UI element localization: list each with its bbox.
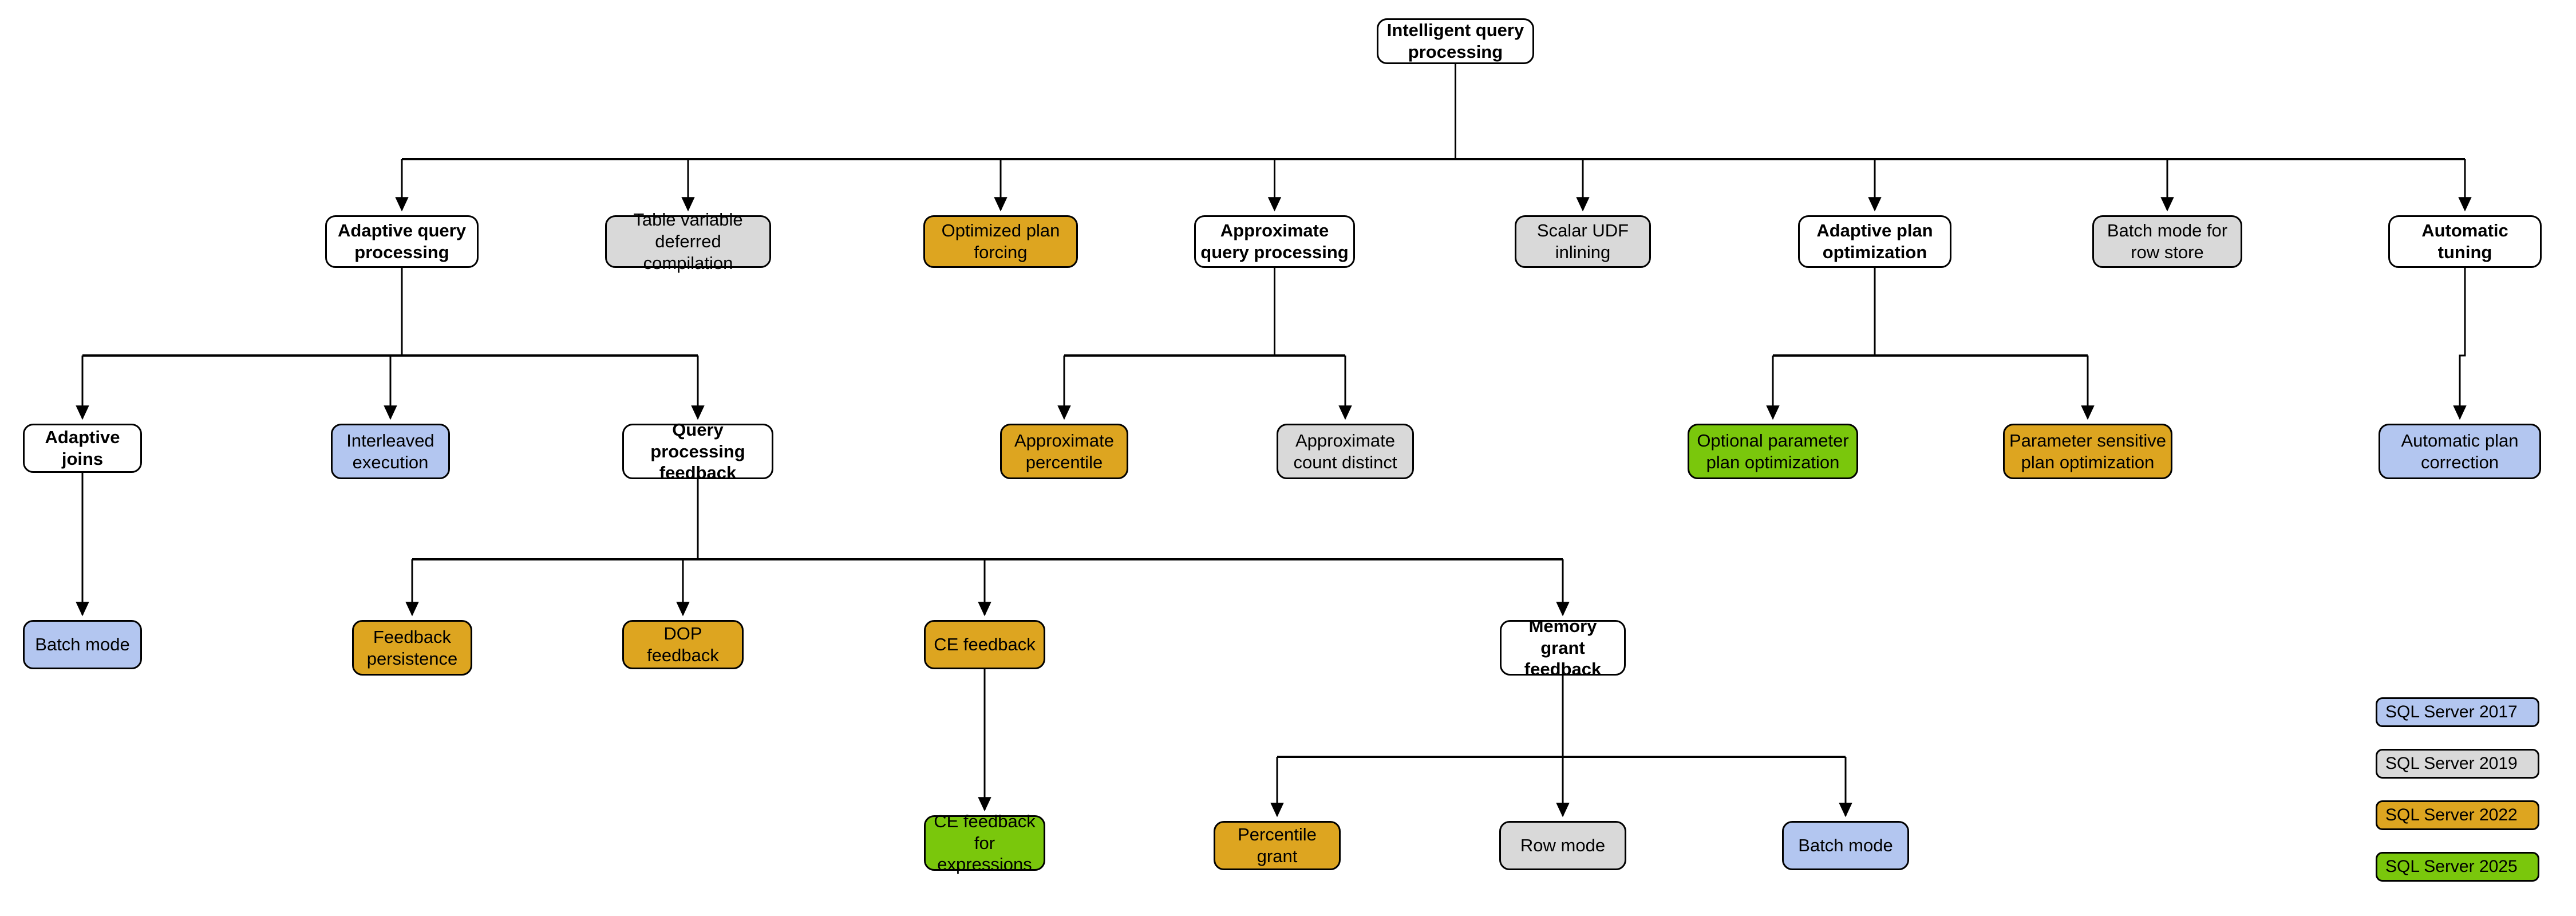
legend-item-lg2025: SQL Server 2025: [2376, 852, 2539, 882]
node-iqp[interactable]: Intelligent query processing: [1377, 18, 1534, 64]
node-sudf[interactable]: Scalar UDF inlining: [1515, 215, 1651, 268]
node-acd[interactable]: Approximate count distinct: [1277, 424, 1414, 479]
node-fbpers[interactable]: Feedback persistence: [352, 620, 472, 676]
node-cefb[interactable]: CE feedback: [924, 620, 1045, 669]
node-ilexec[interactable]: Interleaved execution: [331, 424, 450, 479]
node-autotune[interactable]: Automatic tuning: [2388, 215, 2542, 268]
node-bmode1[interactable]: Batch mode: [23, 620, 142, 669]
node-rmode[interactable]: Row mode: [1499, 821, 1626, 870]
node-cefbx[interactable]: CE feedback for expressions: [924, 811, 1045, 874]
node-opf[interactable]: Optimized plan forcing: [923, 215, 1078, 268]
node-pgrant[interactable]: Percentile grant: [1214, 821, 1341, 870]
legend-item-lg2022: SQL Server 2022: [2376, 800, 2539, 830]
node-apo[interactable]: Adaptive plan optimization: [1798, 215, 1951, 268]
node-ajoins[interactable]: Adaptive joins: [23, 424, 142, 473]
node-apct[interactable]: Approximate percentile: [1000, 424, 1128, 479]
node-bmrs[interactable]: Batch mode for row store: [2092, 215, 2242, 268]
node-pspo[interactable]: Parameter sensitive plan optimization: [2003, 424, 2172, 479]
legend-item-lg2017: SQL Server 2017: [2376, 697, 2539, 727]
node-aqp[interactable]: Adaptive query processing: [325, 215, 479, 268]
node-aqpx[interactable]: Approximate query processing: [1194, 215, 1355, 268]
node-dopfb[interactable]: DOP feedback: [622, 620, 744, 669]
node-tvdc[interactable]: Table variable deferred compilation: [605, 210, 771, 273]
node-oppo[interactable]: Optional parameter plan optimization: [1688, 424, 1858, 479]
node-apc[interactable]: Automatic plan correction: [2379, 424, 2541, 479]
legend-item-lg2019: SQL Server 2019: [2376, 749, 2539, 779]
node-mgfb[interactable]: Memory grant feedback: [1500, 616, 1626, 679]
edge-autotune-apc: [2453, 268, 2467, 420]
node-bmode2[interactable]: Batch mode: [1782, 821, 1909, 870]
node-qpfb[interactable]: Query processing feedback: [622, 420, 773, 483]
